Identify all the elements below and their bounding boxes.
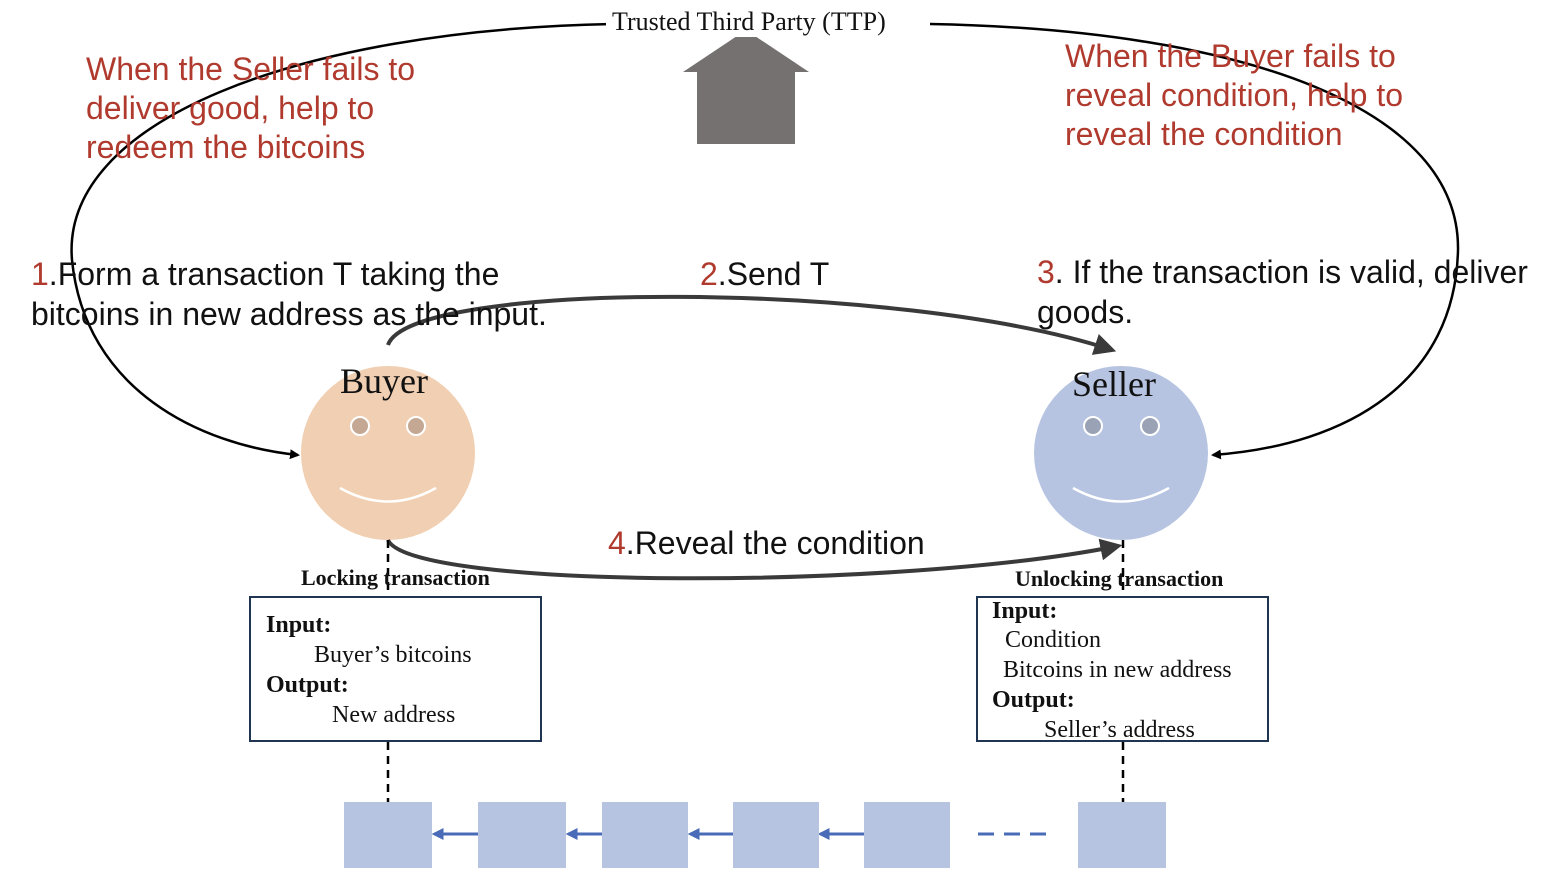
step-2-text: 2.Send T bbox=[700, 254, 829, 294]
seller-smiley-face-icon bbox=[1034, 366, 1208, 540]
unlocking-input-bitcoins: Bitcoins in new address bbox=[1003, 657, 1232, 683]
ttp-to-buyer-arrow bbox=[70, 22, 613, 460]
step-2-number: 2 bbox=[700, 256, 718, 292]
locking-output-value: New address bbox=[332, 702, 456, 728]
buyer-label: Buyer bbox=[340, 361, 428, 401]
unlocking-transaction-title: Unlocking transaction bbox=[1015, 566, 1224, 591]
send-t-arrow bbox=[386, 294, 1117, 355]
unlocking-output-label: Output: bbox=[992, 687, 1075, 713]
house-icon bbox=[683, 30, 809, 144]
step-2-description: .Send T bbox=[717, 256, 830, 292]
step-3-text: 3. If the transaction is valid, deliver … bbox=[1037, 252, 1528, 332]
step-1-number: 1 bbox=[31, 256, 49, 292]
seller-label: Seller bbox=[1072, 364, 1156, 404]
step-4-description: .Reveal the condition bbox=[625, 525, 925, 561]
unlocking-output-value: Seller’s address bbox=[1044, 717, 1195, 743]
locking-input-label: Input: bbox=[266, 612, 332, 638]
blockchain-block bbox=[344, 802, 432, 868]
step-1-description: .Form a transaction T taking the bitcoin… bbox=[31, 256, 547, 332]
locking-output-label: Output: bbox=[266, 672, 349, 698]
blockchain-block bbox=[733, 802, 819, 868]
buyer-smiley-face-icon bbox=[301, 366, 475, 540]
unlocking-transaction-box: Input: Condition Bitcoins in new address… bbox=[976, 596, 1269, 743]
step-4-number: 4 bbox=[608, 525, 626, 561]
step-3-description: . If the transaction is valid, deliver g… bbox=[1037, 254, 1528, 330]
step-1-text: 1.Form a transaction T taking the bitcoi… bbox=[31, 254, 547, 334]
ttp-label: Trusted Third Party (TTP) bbox=[606, 7, 892, 37]
unlocking-input-label: Input: bbox=[992, 598, 1058, 624]
locking-transaction-title: Locking transaction bbox=[301, 565, 490, 590]
blockchain-block bbox=[864, 802, 950, 868]
blockchain-block bbox=[478, 802, 566, 868]
blockchain-block bbox=[1078, 802, 1166, 868]
blockchain-block bbox=[602, 802, 688, 868]
step-4-text: 4.Reveal the condition bbox=[608, 523, 925, 563]
reveal-condition-arrow bbox=[386, 538, 1123, 581]
ttp-to-seller-arrow bbox=[929, 22, 1460, 460]
step-3-number: 3 bbox=[1037, 254, 1055, 290]
locking-transaction-box: Input: Buyer’s bitcoins Output: New addr… bbox=[249, 596, 542, 742]
locking-input-value: Buyer’s bitcoins bbox=[314, 642, 472, 668]
unlocking-input-condition: Condition bbox=[1005, 627, 1102, 653]
ttp-note-buyer-fail: When the Buyer fails to reveal condition… bbox=[1065, 38, 1403, 152]
ttp-note-seller-fail: When the Seller fails to deliver good, h… bbox=[86, 51, 416, 165]
